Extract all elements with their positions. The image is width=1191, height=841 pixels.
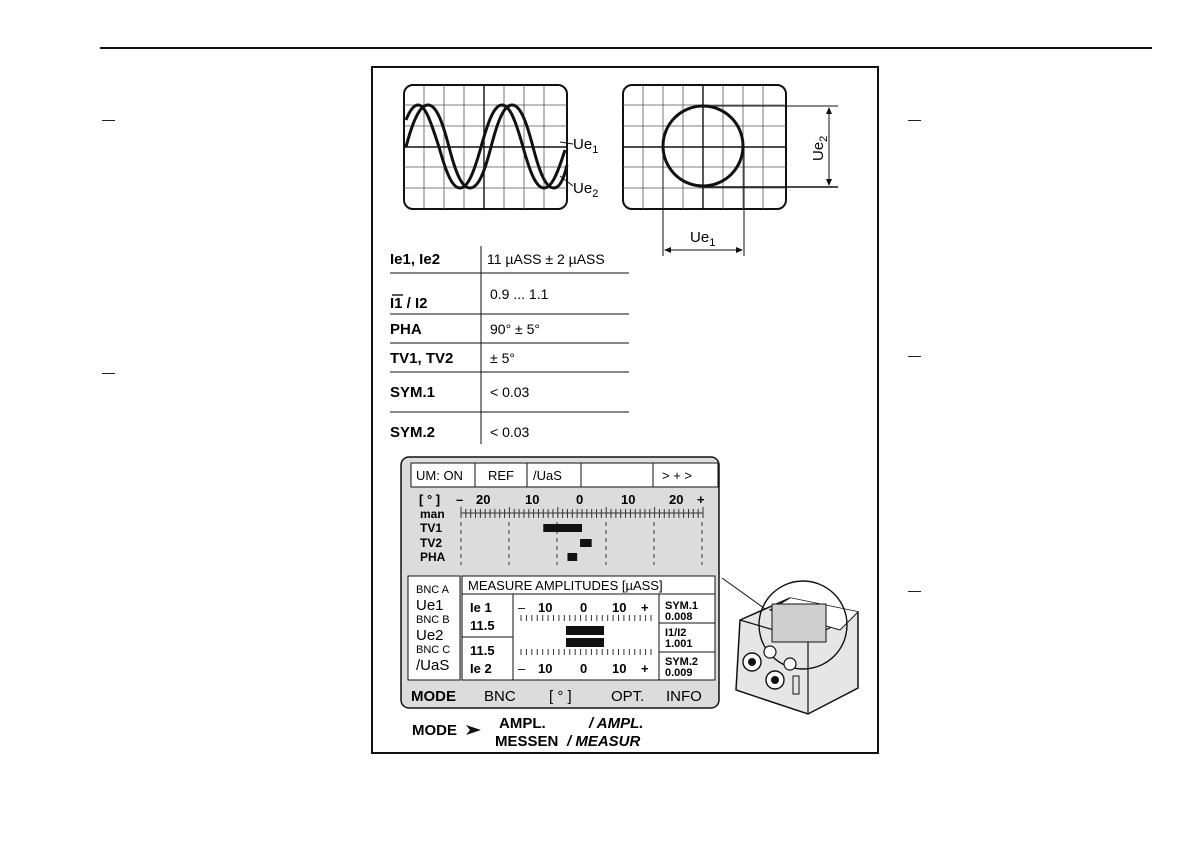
sym2-label: SYM.2 (665, 656, 698, 668)
ue2-dimension-label: Ue2 (810, 136, 830, 161)
spec-label-tv: TV1, TV2 (390, 350, 453, 367)
scale-tick-20-right: 20 (669, 492, 683, 507)
spec-value-tv: ± 5° (490, 350, 515, 366)
degree-unit: [ ° ] (419, 492, 440, 507)
oscilloscope-sine (403, 84, 574, 210)
scale-tick-20-left: 20 (476, 492, 490, 507)
row-label-tv1: TV1 (420, 521, 442, 535)
ue2-label: Ue2 (573, 180, 598, 200)
footer-ampl-en: / AMPL. (588, 715, 643, 732)
ie1-label: Ie 1 (470, 600, 492, 615)
scale-tick-10-left: 10 (525, 492, 539, 507)
menu-info: INFO (666, 688, 702, 705)
oscilloscope-lissajous (622, 84, 838, 256)
um-button: UM: ON (416, 468, 463, 483)
bnc-c-value: /UaS (416, 657, 449, 674)
spec-label-sym1: SYM.1 (390, 384, 435, 401)
margin-mark (908, 356, 921, 357)
row-label-tv2: TV2 (420, 536, 442, 550)
arrow-right-icon (466, 725, 481, 735)
ie2-value: 11.5 (470, 643, 495, 658)
spec-table (390, 246, 629, 444)
menu-mode: MODE (411, 688, 456, 705)
angle-bar-pha (567, 553, 578, 561)
inner-scale-left-top: 10 (538, 600, 552, 615)
scale-tick-10-right: 10 (621, 492, 635, 507)
scale-tick-0: 0 (576, 492, 583, 507)
inner-scale-plus-bottom: + (641, 661, 649, 676)
bnc-a-value: Ue1 (416, 597, 444, 614)
bnc-c-label: BNC C (416, 644, 450, 656)
scale-plus: + (697, 492, 705, 507)
bnc-b-label: BNC B (416, 614, 450, 626)
sym1-value: 0.008 (665, 611, 693, 623)
spec-label-ie: Ie1, Ie2 (390, 251, 440, 268)
angle-bar-tv2 (580, 539, 592, 547)
inner-scale-left-bottom: 10 (538, 661, 552, 676)
sym1-label: SYM.1 (665, 600, 698, 612)
margin-mark (102, 373, 115, 374)
page-header-rule (100, 47, 1152, 49)
inner-scale-mid-bottom: 0 (580, 661, 587, 676)
ie2-bar (566, 638, 604, 647)
menu-degree: [ ° ] (549, 688, 572, 705)
nav-button: > + > (662, 468, 692, 483)
footer-ampl-de: AMPL. (499, 715, 546, 732)
spec-label-ratio: I1 / I2 (390, 295, 428, 312)
measure-title: MEASURE AMPLITUDES [µASS] (468, 578, 663, 593)
inner-scale-right-bottom: 10 (612, 661, 626, 676)
spec-value-sym2: < 0.03 (490, 424, 530, 440)
ue1-label: Ue1 (573, 136, 598, 156)
sym2-value: 0.009 (665, 667, 693, 679)
row-label-man: man (420, 507, 445, 521)
device-illustration (721, 577, 859, 715)
menu-bnc: BNC (484, 688, 516, 705)
row-label-pha: PHA (420, 550, 446, 564)
ref-button: REF (488, 468, 514, 483)
spec-value-ie: 11 µASS ± 2 µASS (487, 251, 605, 267)
spec-value-ratio: 0.9 ... 1.1 (490, 286, 549, 302)
inner-scale-mid-top: 0 (580, 600, 587, 615)
margin-mark (908, 120, 921, 121)
footer-messen-de: MESSEN (495, 733, 558, 750)
spec-label-pha: PHA (390, 321, 422, 338)
ie1-bar (566, 626, 604, 635)
display-panel (400, 456, 720, 709)
inner-scale-plus-top: + (641, 600, 649, 615)
ie1-value: 11.5 (470, 618, 495, 633)
spec-label-sym2: SYM.2 (390, 424, 435, 441)
angle-bar-tv1 (543, 524, 582, 532)
margin-mark (102, 120, 115, 121)
ratio-value: 1.001 (665, 638, 693, 650)
margin-mark (908, 591, 921, 592)
figure-frame (371, 66, 879, 754)
ratio-label: I1/I2 (665, 627, 686, 639)
footer-mode: MODE (412, 722, 457, 739)
footer-measur-en: / MEASUR (566, 733, 641, 750)
uas-button: /UaS (533, 468, 562, 483)
menu-opt: OPT. (611, 688, 644, 705)
ie2-label: Ie 2 (470, 661, 492, 676)
inner-scale-minus-top: – (518, 600, 526, 615)
ue1-dimension-label: Ue1 (690, 229, 715, 249)
spec-value-sym1: < 0.03 (490, 384, 530, 400)
spec-value-pha: 90° ± 5° (490, 321, 540, 337)
bnc-a-label: BNC A (416, 584, 450, 596)
scale-minus: – (456, 492, 463, 507)
inner-scale-minus-bottom: – (518, 661, 526, 676)
bnc-b-value: Ue2 (416, 627, 444, 644)
inner-scale-right-top: 10 (612, 600, 626, 615)
